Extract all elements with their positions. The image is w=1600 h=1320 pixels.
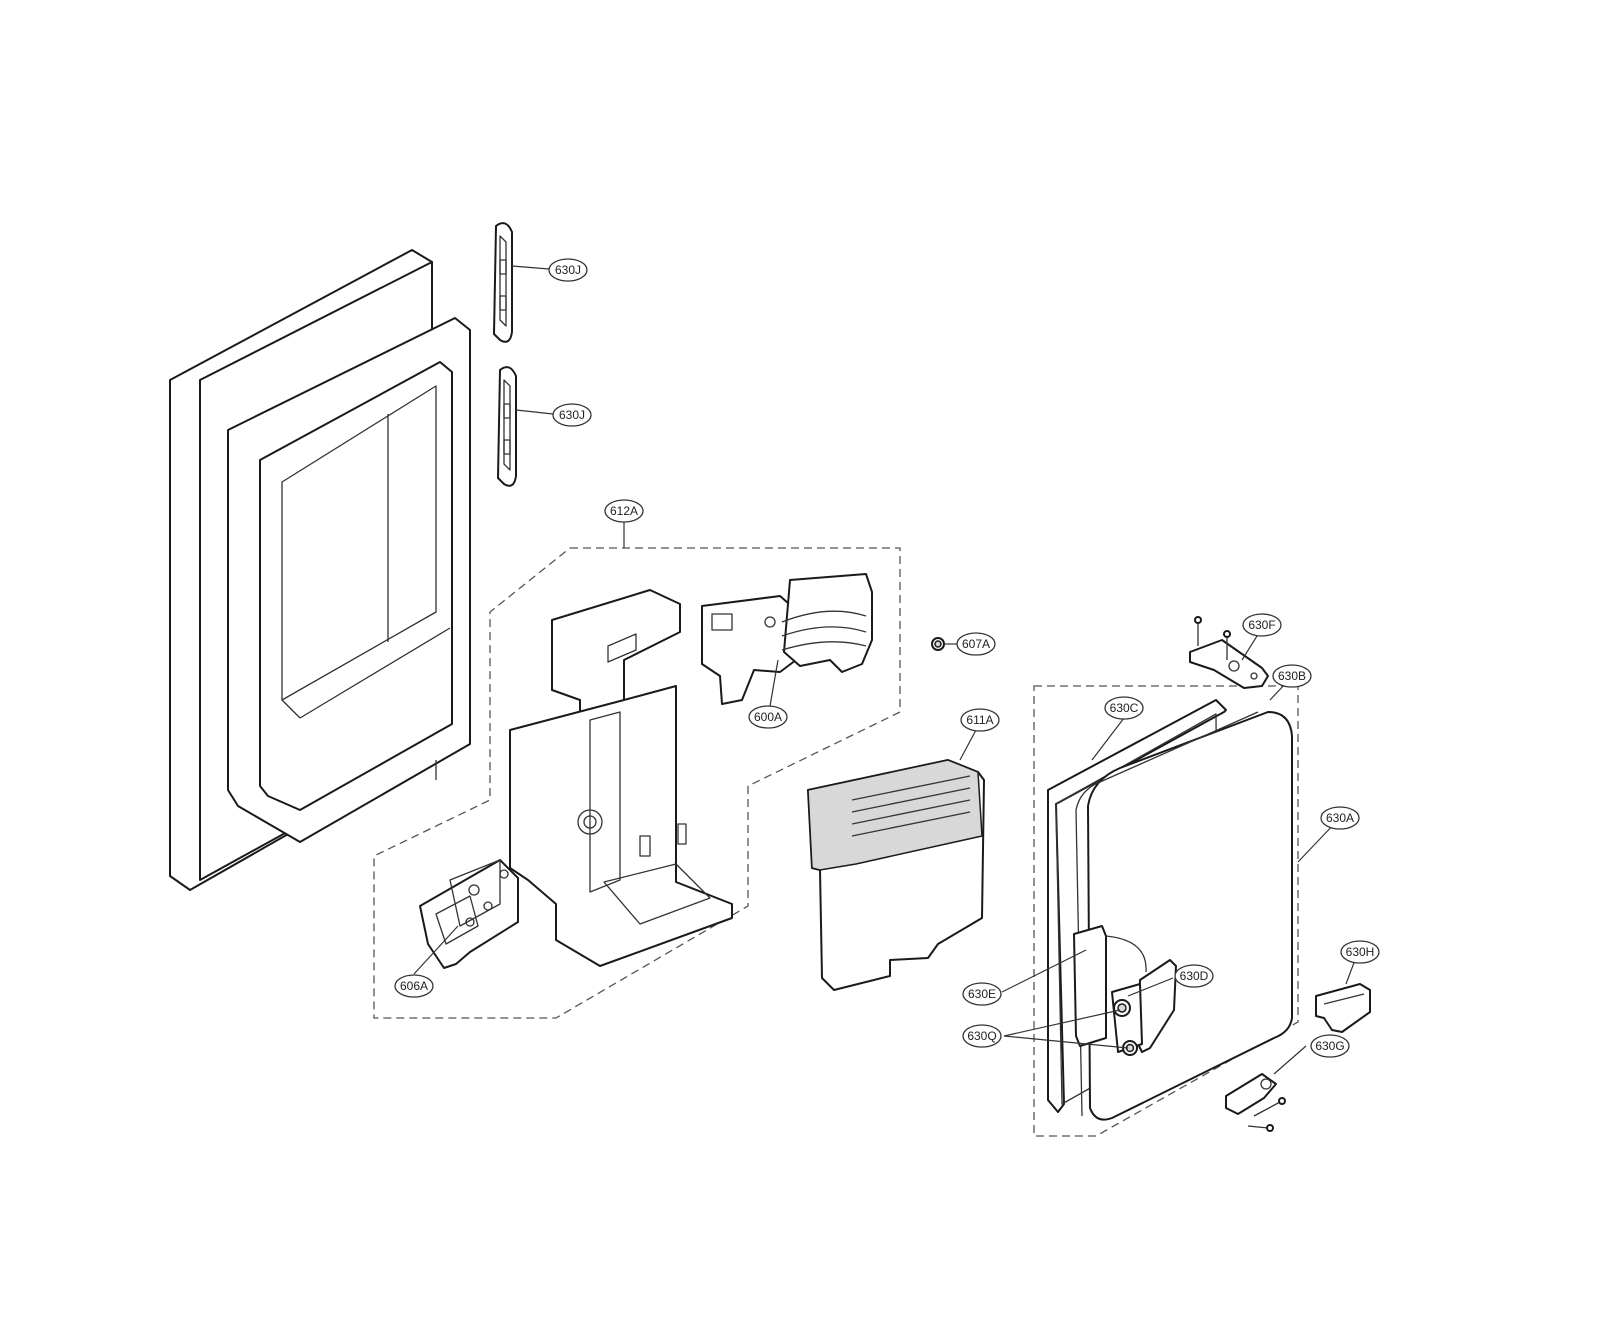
svg-text:630D: 630D [1180, 969, 1209, 983]
stopper-630H [1315, 983, 1371, 1033]
ice-bin-housing [509, 589, 733, 967]
callout-611A: 611A [960, 708, 1000, 732]
svg-text:630C: 630C [1110, 701, 1139, 715]
handle-lower [497, 366, 517, 487]
part-630D [1111, 959, 1177, 1056]
handle-upper [493, 222, 513, 343]
svg-text:630B: 630B [1278, 669, 1306, 683]
callout-600A: 600A [748, 705, 788, 729]
svg-text:630A: 630A [1326, 811, 1354, 825]
callout-630J-bottom: 630J [552, 403, 592, 427]
callout-630D: 630D [1174, 964, 1214, 988]
callout-630A: 630A [1320, 806, 1360, 830]
callout-630Q: 630Q [962, 1024, 1002, 1048]
callout-630G: 630G [1310, 1034, 1350, 1058]
callout-630J-top: 630J [548, 258, 588, 282]
svg-text:607A: 607A [962, 637, 990, 651]
assembly-612A-boundary [373, 547, 901, 1019]
hinge-630G [1225, 1073, 1286, 1132]
callout-630H: 630H [1340, 940, 1380, 964]
cover-611A [807, 759, 985, 991]
svg-text:630H: 630H [1346, 945, 1375, 959]
svg-text:612A: 612A [610, 504, 638, 518]
svg-text:606A: 606A [400, 979, 428, 993]
door-panel-630A [1075, 711, 1293, 1121]
svg-text:630J: 630J [555, 263, 581, 277]
svg-text:611A: 611A [966, 713, 993, 727]
knob-607A [931, 637, 945, 651]
assembly-630A-boundary [1033, 685, 1299, 1137]
callout-612A: 612A [604, 499, 644, 523]
svg-text:630J: 630J [559, 408, 585, 422]
ice-maker-600A [701, 573, 873, 705]
svg-text:630F: 630F [1248, 618, 1275, 632]
callout-607A: 607A [956, 632, 996, 656]
callout-630C: 630C [1104, 696, 1144, 720]
door-frame [169, 249, 471, 891]
leader-lines [413, 265, 1359, 1075]
bracket-630E [1073, 925, 1147, 1047]
hinge-630F [1189, 616, 1269, 689]
callout-630E: 630E [962, 982, 1002, 1006]
svg-text:630Q: 630Q [967, 1029, 996, 1043]
svg-text:600A: 600A [754, 710, 782, 724]
svg-text:630E: 630E [968, 987, 996, 1001]
callout-630B: 630B [1272, 664, 1312, 688]
callout-630F: 630F [1242, 613, 1282, 637]
callout-606A: 606A [394, 974, 434, 998]
svg-text:630G: 630G [1315, 1039, 1344, 1053]
